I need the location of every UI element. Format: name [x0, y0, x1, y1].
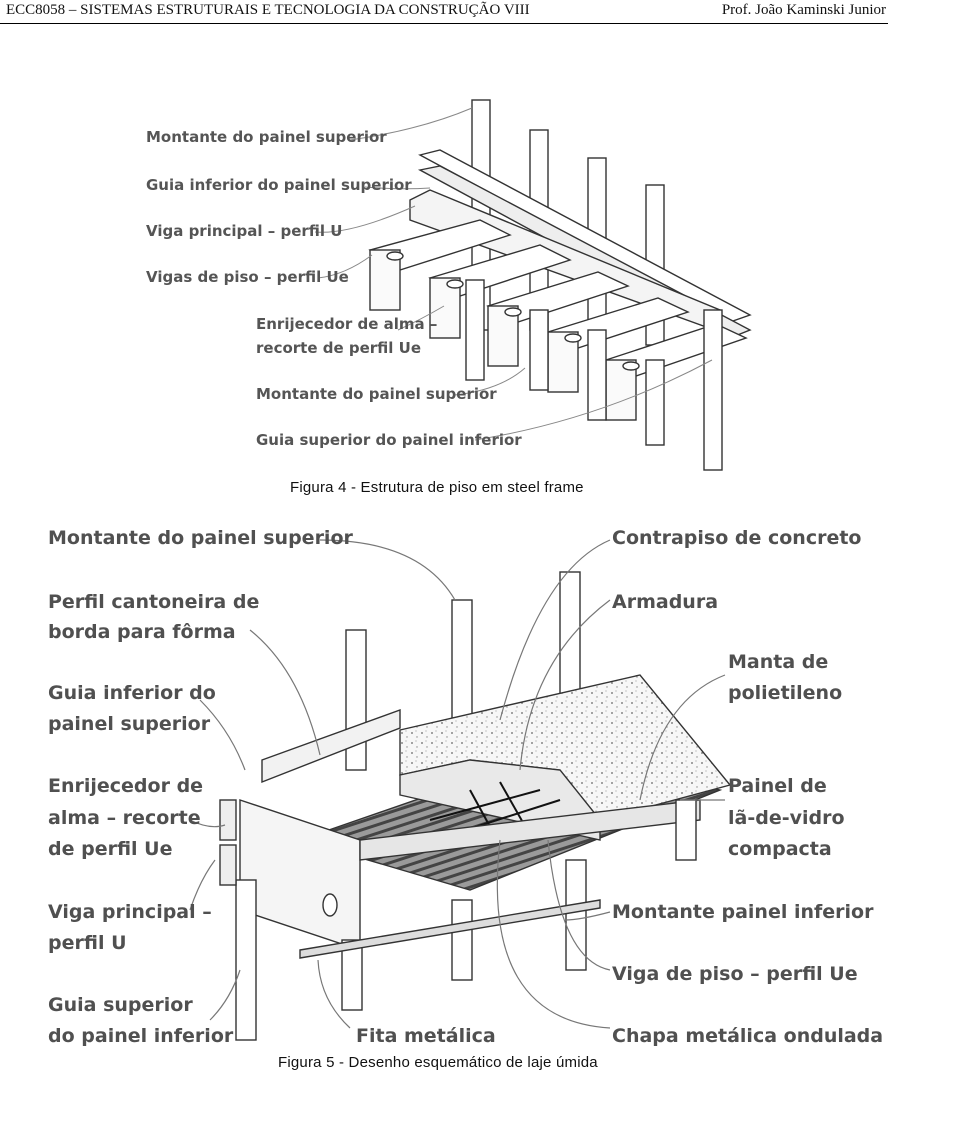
fig5-label-left-2: Perfil cantoneira de	[48, 591, 260, 613]
fig5-label-right-6: lã-de-vidro	[728, 807, 845, 829]
fig5-label-right-5: Painel de	[728, 775, 827, 797]
fig5-label-right-7: compacta	[728, 838, 832, 860]
page-header: ECC8058 – SISTEMAS ESTRUTURAIS E TECNOLO…	[0, 0, 960, 24]
fig4-label-7: Montante do painel superior	[256, 385, 497, 403]
figure-4-drawing	[314, 99, 752, 471]
fig5-label-bottom: Fita metálica	[356, 1025, 496, 1047]
course-title: ECC8058 – SISTEMAS ESTRUTURAIS E TECNOLO…	[6, 2, 530, 18]
fig4-label-8: Guia superior do painel inferior	[256, 431, 522, 449]
header-divider	[0, 23, 888, 24]
figure-5-drawing	[189, 539, 732, 1041]
fig4-label-2: Guia inferior do painel superior	[146, 176, 412, 194]
fig4-label-6: recorte de perfil Ue	[256, 339, 422, 357]
fig5-label-right-2: Armadura	[612, 591, 719, 613]
fig5-label-right-8: Montante painel inferior	[612, 901, 874, 923]
fig4-label-1: Montante do painel superior	[146, 128, 387, 146]
fig4-label-4: Vigas de piso – perfil Ue	[146, 268, 349, 286]
figure-5-caption: Figura 5 - Desenho esquemático de laje ú…	[278, 1054, 598, 1071]
fig5-label-right-4: polietileno	[728, 682, 843, 704]
fig5-label-right-10: Chapa metálica ondulada	[612, 1025, 884, 1047]
fig5-label-right-3: Manta de	[728, 651, 829, 673]
fig5-label-left-12: do painel inferior	[48, 1025, 234, 1047]
fig5-label-left-9: Viga principal –	[48, 901, 212, 923]
fig4-label-3: Viga principal – perfil U	[146, 222, 343, 240]
fig5-label-left-7: alma – recorte	[48, 807, 201, 829]
fig5-label-right-9: Viga de piso – perfil Ue	[612, 963, 858, 985]
fig5-label-left-1: Montante do painel superior	[48, 527, 353, 549]
fig5-label-left-10: perfil U	[48, 932, 127, 954]
figure-4-steel-frame-floor: Montante do painel superior Guia inferio…	[0, 60, 960, 480]
fig5-label-right-1: Contrapiso de concreto	[612, 527, 862, 549]
author-name: Prof. João Kaminski Junior	[721, 2, 886, 18]
fig5-label-left-6: Enrijecedor de	[48, 775, 204, 797]
fig5-label-left-8: de perfil Ue	[48, 838, 173, 860]
fig5-label-left-4: Guia inferior do	[48, 682, 216, 704]
fig5-label-left-3: borda para fôrma	[48, 621, 236, 643]
figure-4-caption: Figura 4 - Estrutura de piso em steel fr…	[290, 479, 584, 496]
figure-5-wet-slab: Montante do painel superior Perfil canto…	[0, 500, 960, 1060]
fig4-label-5: Enrijecedor de alma –	[256, 315, 438, 333]
fig5-label-left-11: Guia superior	[48, 994, 193, 1016]
fig5-label-left-5: painel superior	[48, 713, 211, 735]
